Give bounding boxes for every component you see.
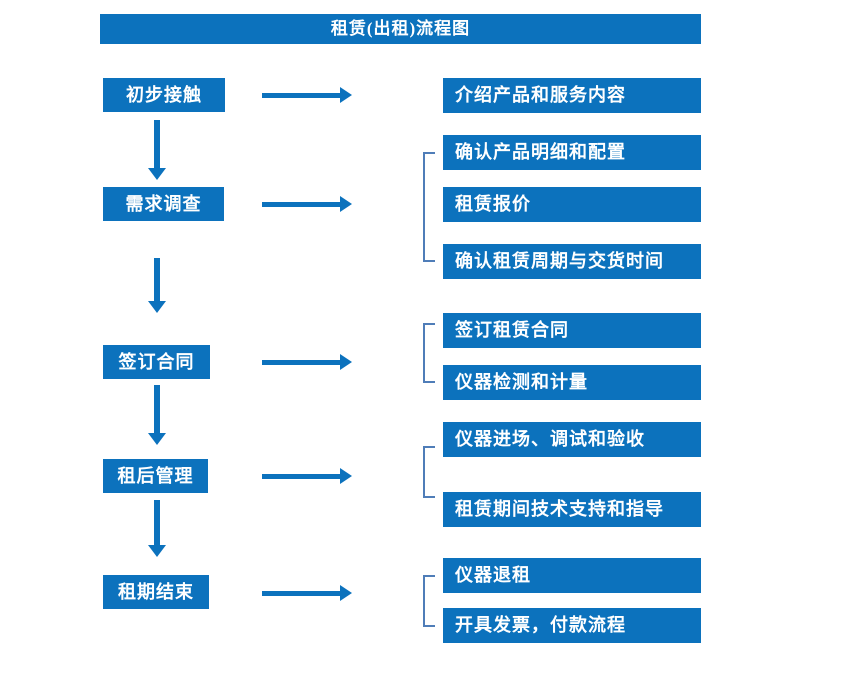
group-bracket	[423, 446, 435, 498]
down-arrow-icon	[148, 385, 166, 445]
down-arrow-icon	[148, 120, 166, 180]
detail-instrument-setup: 仪器进场、调试和验收	[443, 422, 701, 457]
detail-rental-quotation: 租赁报价	[443, 187, 701, 222]
right-arrow-icon	[262, 468, 352, 484]
group-bracket	[423, 575, 435, 627]
detail-invoice-payment: 开具发票，付款流程	[443, 608, 701, 643]
detail-sign-rental-contract: 签订租赁合同	[443, 313, 701, 348]
stage-demand-survey: 需求调查	[103, 187, 224, 221]
stage-post-rental-mgmt: 租后管理	[103, 459, 208, 493]
detail-confirm-product-config: 确认产品明细和配置	[443, 135, 701, 170]
detail-tech-support: 租赁期间技术支持和指导	[443, 492, 701, 527]
page-title: 租赁(出租)流程图	[330, 19, 471, 38]
right-arrow-icon	[262, 87, 352, 103]
down-arrow-icon	[148, 500, 166, 557]
detail-introduce-products: 介绍产品和服务内容	[443, 78, 701, 113]
stage-rental-end: 租期结束	[103, 575, 209, 609]
right-arrow-icon	[262, 585, 352, 601]
down-arrow-icon	[148, 258, 166, 313]
stage-sign-contract: 签订合同	[103, 345, 210, 379]
title-bar: 租赁(出租)流程图	[100, 14, 701, 44]
group-bracket	[423, 323, 435, 383]
right-arrow-icon	[262, 354, 352, 370]
right-arrow-icon	[262, 196, 352, 212]
group-bracket	[423, 152, 435, 262]
detail-confirm-period-delivery: 确认租赁周期与交货时间	[443, 244, 701, 279]
stage-initial-contact: 初步接触	[103, 78, 225, 112]
detail-instrument-inspection: 仪器检测和计量	[443, 365, 701, 400]
detail-instrument-return: 仪器退租	[443, 558, 701, 593]
